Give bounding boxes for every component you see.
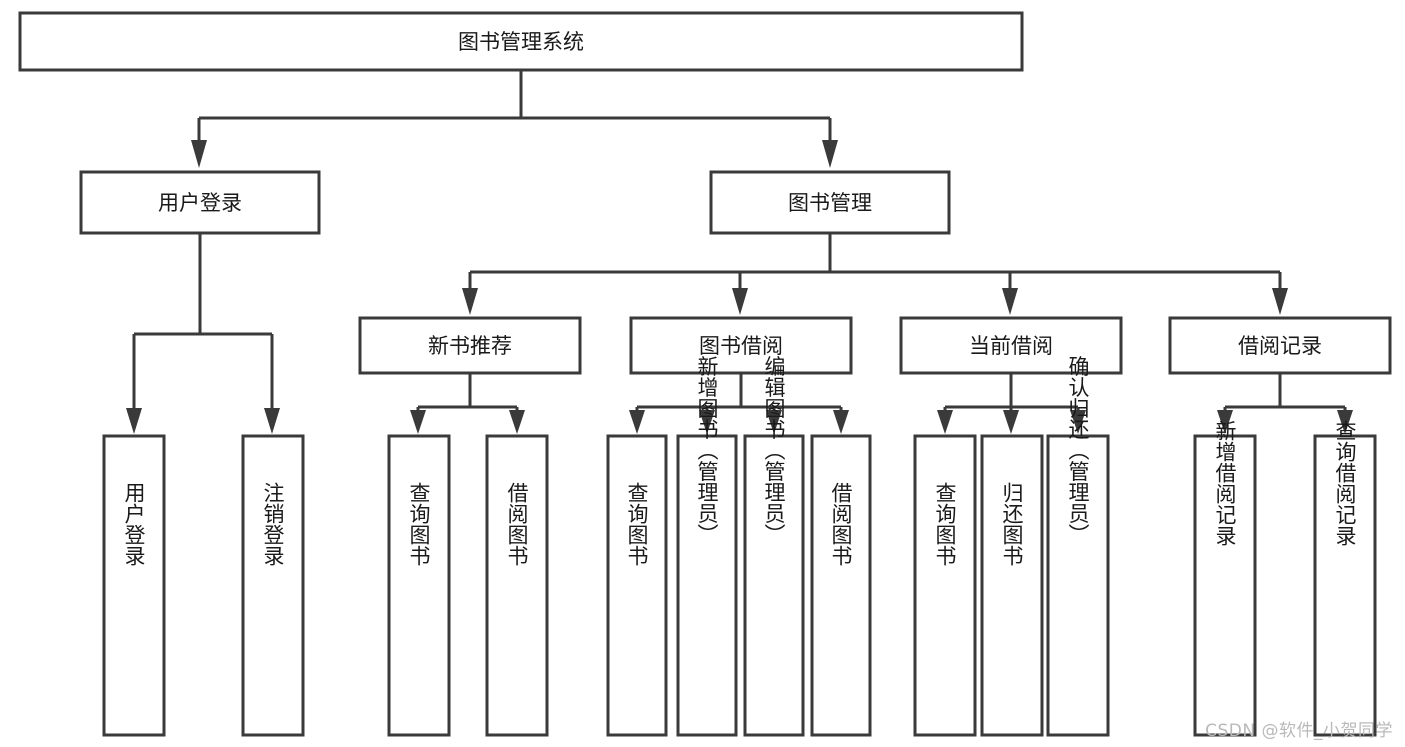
leaf-nbr-borrow-book-label: 借阅图书 — [505, 482, 529, 566]
leaf-bb-edit-book-box[interactable] — [743, 434, 805, 737]
root-box[interactable] — [18, 11, 1024, 72]
arrow-bb-leaf-2 — [699, 410, 715, 434]
leaf-user-login-label: 用户登录 — [122, 482, 146, 566]
node-book-borrow[interactable]: 图书借阅 — [629, 316, 853, 375]
arrow-to-current-borrow — [1002, 288, 1018, 315]
arrow-to-borrow-record — [1272, 288, 1288, 315]
leaf-cb-query-book-box[interactable] — [913, 434, 977, 737]
node-current-borrow[interactable]: 当前借阅 — [899, 316, 1123, 375]
connector-root-bus — [191, 70, 838, 168]
leaf-user-login-box[interactable] — [102, 434, 166, 737]
connector-new-book-recommend-leaves — [410, 373, 525, 434]
leaf-nbr-borrow-book[interactable]: 借阅图书 — [485, 434, 549, 737]
connector-user-login-leaves — [126, 233, 280, 434]
leaf-nbr-query-book-box[interactable] — [387, 434, 451, 737]
leaf-bb-borrow-book-label: 借阅图书 — [829, 482, 853, 566]
leaf-logout-label: 注销登录 — [261, 482, 285, 566]
arrow-br-leaf-2 — [1337, 410, 1353, 434]
leaf-cb-confirm-return-box[interactable] — [1046, 434, 1110, 737]
leaf-cb-return-book[interactable]: 归还图书 — [980, 434, 1044, 737]
leaf-br-query-record[interactable]: 查询借阅记录 — [1313, 420, 1377, 737]
leaf-nbr-query-book-label: 查询图书 — [407, 482, 431, 566]
leaf-nbr-borrow-book-box[interactable] — [485, 434, 549, 737]
node-book-management[interactable]: 图书管理 — [709, 170, 951, 235]
leaf-bb-edit-book-label: 编辑图书（管理员） — [762, 356, 786, 545]
arrow-to-user-login — [191, 140, 207, 168]
arrow-bb-leaf-3 — [766, 410, 782, 434]
arrow-bb-leaf-1 — [629, 410, 645, 434]
user-login-label: 用户登录 — [158, 191, 242, 215]
arrow-cb-leaf-2 — [1003, 410, 1019, 434]
current-borrow-box[interactable] — [899, 316, 1123, 375]
new-book-recommend-box[interactable] — [358, 316, 582, 375]
root-label: 图书管理系统 — [458, 30, 584, 54]
leaf-cb-query-book-label: 查询图书 — [933, 482, 957, 566]
leaf-br-query-record-box[interactable] — [1313, 434, 1377, 737]
leaf-br-add-record[interactable]: 新增借阅记录 — [1193, 420, 1257, 737]
leaf-bb-add-book-box[interactable] — [676, 434, 738, 737]
book-borrow-label: 图书借阅 — [699, 334, 783, 358]
connector-borrow-record-leaves — [1217, 373, 1353, 434]
node-user-login[interactable]: 用户登录 — [79, 170, 321, 235]
arrow-to-leaf-logout — [264, 408, 280, 434]
arrow-to-book-mgmt — [822, 140, 838, 168]
arrow-bb-leaf-4 — [833, 410, 849, 434]
leaf-bb-query-book-box[interactable] — [606, 434, 668, 737]
user-login-box[interactable] — [79, 170, 321, 235]
leaf-cb-return-book-label: 归还图书 — [1000, 482, 1024, 566]
leaf-br-add-record-box[interactable] — [1193, 434, 1257, 737]
leaf-user-login[interactable]: 用户登录 — [102, 434, 166, 737]
new-book-recommend-label: 新书推荐 — [428, 334, 512, 358]
leaf-cb-query-book[interactable]: 查询图书 — [913, 434, 977, 737]
arrow-to-leaf-user-login — [126, 408, 142, 434]
leaf-br-query-record-label: 查询借阅记录 — [1333, 420, 1357, 546]
leaf-nbr-query-book[interactable]: 查询图书 — [387, 434, 451, 737]
node-new-book-recommend[interactable]: 新书推荐 — [358, 316, 582, 375]
arrow-to-book-borrow — [732, 288, 748, 315]
node-root[interactable]: 图书管理系统 — [18, 11, 1024, 72]
leaf-bb-query-book[interactable]: 查询图书 — [606, 434, 668, 737]
leaf-bb-add-book-label: 新增图书（管理员） — [695, 356, 719, 545]
arrow-br-leaf-1 — [1217, 410, 1233, 434]
leaf-bb-borrow-book[interactable]: 借阅图书 — [810, 434, 872, 737]
borrow-record-label: 借阅记录 — [1238, 334, 1322, 358]
arrow-nbr-leaf-2 — [509, 410, 525, 434]
borrow-record-box[interactable] — [1168, 316, 1392, 375]
leaf-bb-borrow-book-box[interactable] — [810, 434, 872, 737]
leaf-bb-query-book-label: 查询图书 — [625, 482, 649, 566]
connector-book-management-children — [462, 233, 1288, 315]
leaf-cb-confirm-return[interactable]: 确认归还（管理员） — [1046, 356, 1110, 737]
leaf-logout[interactable]: 注销登录 — [241, 434, 305, 737]
connector-book-borrow-leaves — [629, 373, 849, 434]
arrow-cb-leaf-1 — [937, 410, 953, 434]
arrow-nbr-leaf-1 — [410, 410, 426, 434]
connector-current-borrow-leaves — [937, 373, 1086, 434]
book-management-label: 图书管理 — [788, 191, 872, 215]
leaf-cb-return-book-box[interactable] — [980, 434, 1044, 737]
leaf-logout-box[interactable] — [241, 434, 305, 737]
current-borrow-label: 当前借阅 — [969, 334, 1053, 358]
leaf-bb-add-book[interactable]: 新增图书（管理员） — [676, 356, 738, 737]
leaf-bb-edit-book[interactable]: 编辑图书（管理员） — [743, 356, 805, 737]
arrow-to-new-book-rec — [462, 288, 478, 315]
node-borrow-record[interactable]: 借阅记录 — [1168, 316, 1392, 375]
leaf-br-add-record-label: 新增借阅记录 — [1213, 420, 1237, 546]
arrow-cb-leaf-3 — [1070, 410, 1086, 434]
leaf-cb-confirm-return-label: 确认归还（管理员） — [1066, 356, 1090, 545]
